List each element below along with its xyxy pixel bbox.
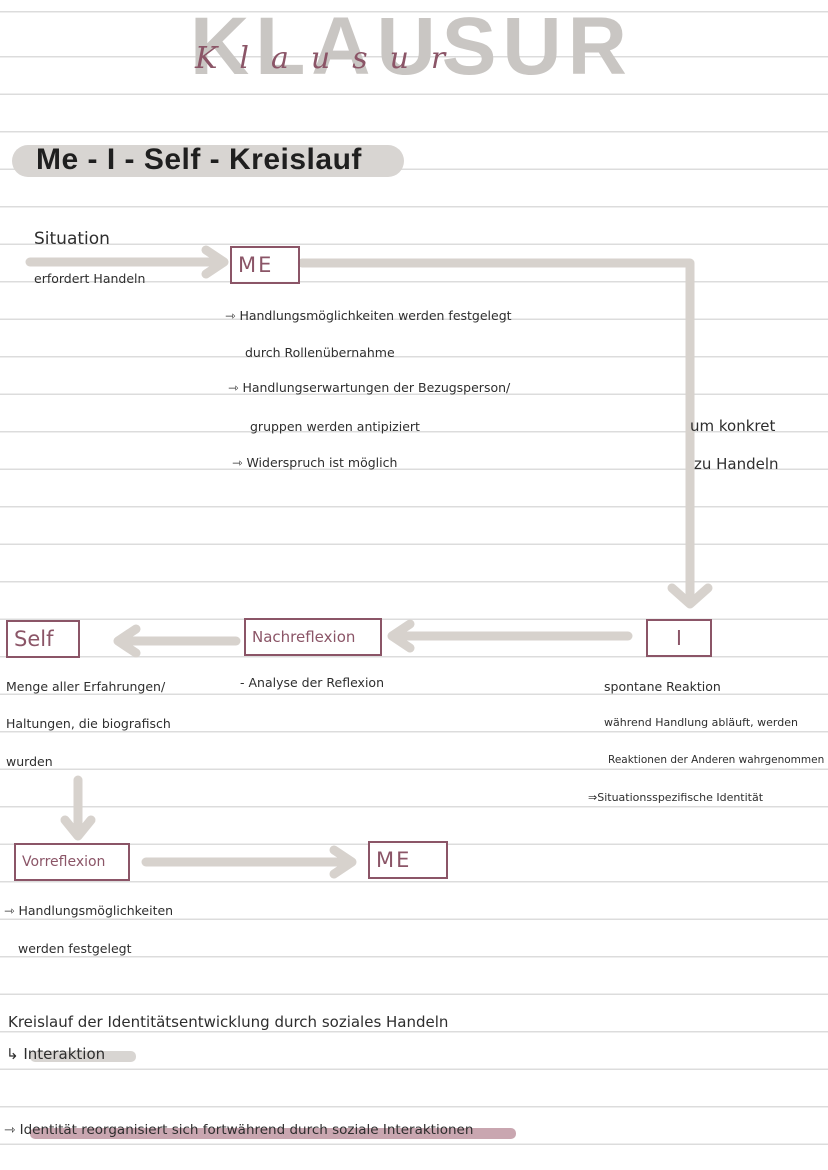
summary-line-2-text: Interaktion [23, 1045, 106, 1063]
arrowhead-situation-me [201, 245, 229, 279]
me-box-bottom: ME [368, 841, 448, 879]
vorreflexion-note-1: ⇾ Handlungsmöglichkeiten [4, 903, 174, 918]
vorreflexion-box: Vorreflexion [14, 843, 130, 881]
identity-highlight [30, 1128, 516, 1139]
arrowhead-i-nachreflexion [387, 619, 415, 653]
me-note-4: gruppen werden antipiziert [250, 419, 420, 434]
me-note-1-text: Handlungsmöglichkeiten werden festgelegt [239, 308, 512, 323]
self-note-2: Haltungen, die biografisch [6, 716, 171, 731]
me-box-top: ME [230, 246, 300, 284]
interaction-highlight [30, 1051, 136, 1062]
me-note-2: durch Rollenübernahme [245, 345, 395, 360]
i-box: I [646, 619, 712, 657]
nachreflexion-note-text: Analyse der Reflexion [248, 675, 385, 690]
right-note-2: zu Handeln [694, 455, 779, 473]
vorreflexion-note-2: werden festgelegt [18, 941, 132, 956]
summary-line-3-text: Identität reorganisiert sich fortwährend… [19, 1122, 474, 1138]
i-note-3: Reaktionen der Anderen wahrgenommen [608, 754, 825, 766]
title-script: Klausur [195, 41, 468, 76]
arrowhead-me-i [667, 583, 713, 609]
i-note-4-text: Situationsspezifische Identität [597, 791, 764, 804]
situation-label: Situation [34, 229, 110, 249]
me-note-3-text: Handlungserwartungen der Bezugsperson/ [242, 380, 511, 395]
nachreflexion-box: Nachreflexion [244, 618, 382, 656]
me-note-5-text: Widerspruch ist möglich [246, 455, 398, 470]
self-note-1: Menge aller Erfahrungen/ [6, 679, 166, 694]
i-note-1: spontane Reaktion [604, 679, 721, 694]
me-note-3: ⇾ Handlungserwartungen der Bezugsperson/ [228, 380, 511, 395]
nachreflexion-note: - Analyse der Reflexion [240, 675, 385, 690]
i-note-4: ⇒Situationsspezifische Identität [588, 791, 764, 804]
summary-line-3: ⇾ Identität reorganisiert sich fortwähre… [4, 1122, 474, 1138]
self-box: Self [6, 620, 80, 658]
arrowhead-nachreflexion-self [113, 624, 141, 658]
right-note-1: um konkret [690, 417, 776, 435]
summary-line-2: ↳ Interaktion [6, 1045, 106, 1063]
me-note-5: ⇾ Widerspruch ist möglich [232, 455, 398, 470]
page-heading: Me - I - Self - Kreislauf [36, 143, 362, 176]
title-main: KLAUSUR [190, 1, 633, 92]
self-note-3: wurden [6, 754, 53, 769]
summary-line-1: Kreislauf der Identitätsentwicklung durc… [8, 1013, 449, 1031]
situation-sub-label: erfordert Handeln [34, 271, 146, 286]
arrowhead-vorreflexion-me [329, 845, 357, 879]
i-note-2: während Handlung abläuft, werden [604, 716, 798, 729]
heading-highlight [12, 145, 404, 177]
vorreflexion-note-1-text: Handlungsmöglichkeiten [18, 903, 174, 918]
me-note-1: ⇾ Handlungsmöglichkeiten werden festgele… [225, 308, 512, 323]
arrowhead-self-vorreflexion [60, 815, 96, 841]
